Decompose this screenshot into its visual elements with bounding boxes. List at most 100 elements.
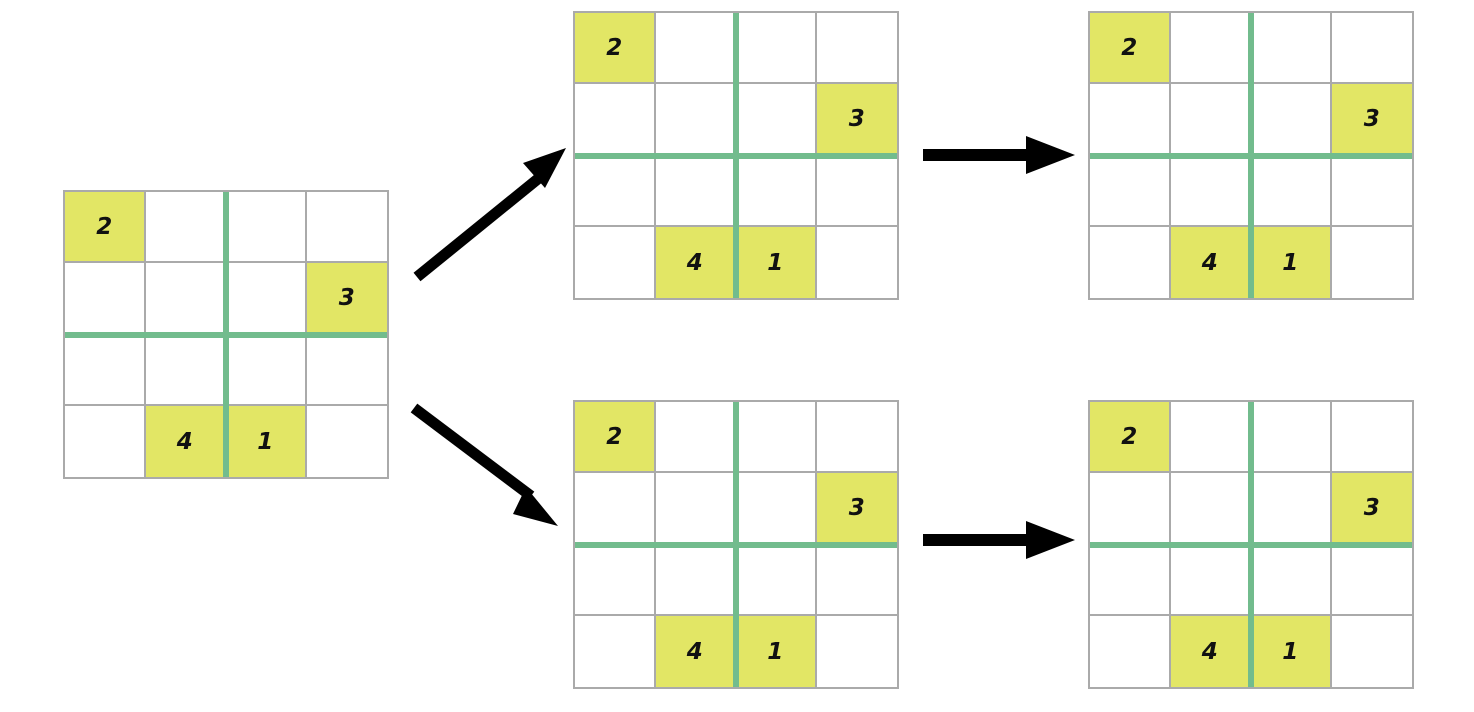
- grid-cell[interactable]: [736, 13, 817, 85]
- grid-cell[interactable]: 1: [736, 226, 817, 298]
- grid-cell[interactable]: 4: [655, 226, 736, 298]
- grid-cell[interactable]: [1331, 544, 1412, 616]
- grid-cell[interactable]: [1090, 155, 1171, 227]
- cell-value: 1: [767, 249, 784, 276]
- cell-value: 4: [176, 428, 193, 455]
- grid-cell[interactable]: [1331, 13, 1412, 85]
- grid-cell[interactable]: [1170, 544, 1251, 616]
- cell-value: 1: [257, 428, 274, 455]
- grid-cell[interactable]: [575, 615, 656, 687]
- grid-cell[interactable]: [1090, 226, 1171, 298]
- grid-cell[interactable]: 3: [1331, 473, 1412, 545]
- grid-cell[interactable]: [1251, 473, 1332, 545]
- grid-cell[interactable]: [816, 226, 897, 298]
- grid-cell[interactable]: [1090, 544, 1171, 616]
- branch-a-mid-grid[interactable]: 2 3 4 1: [573, 11, 899, 300]
- grid-cell[interactable]: [226, 334, 307, 406]
- grid-cell[interactable]: [1251, 13, 1332, 85]
- grid-cell[interactable]: [655, 155, 736, 227]
- cell-value: 2: [96, 214, 113, 241]
- grid-cell[interactable]: [145, 334, 226, 406]
- grid-cell[interactable]: 3: [1331, 84, 1412, 156]
- grid-cell[interactable]: 3: [306, 263, 387, 335]
- grid-cell[interactable]: [655, 84, 736, 156]
- grid-cell[interactable]: [575, 473, 656, 545]
- cell-value: 2: [606, 424, 623, 451]
- grid-cell[interactable]: [1090, 84, 1171, 156]
- grid-cell[interactable]: [655, 544, 736, 616]
- grid-cell[interactable]: [1331, 226, 1412, 298]
- cell-value: 4: [686, 249, 703, 276]
- grid-cell[interactable]: 1: [1251, 226, 1332, 298]
- grid-cell[interactable]: [1170, 473, 1251, 545]
- grid-cell[interactable]: 1: [736, 615, 817, 687]
- grid-cell[interactable]: [1170, 402, 1251, 474]
- arrow-branch-up: [413, 148, 566, 282]
- grid-cell[interactable]: [736, 402, 817, 474]
- grid-cell[interactable]: [1251, 402, 1332, 474]
- grid-cell[interactable]: 4: [1170, 226, 1251, 298]
- grid-cell[interactable]: [145, 192, 226, 264]
- arrow-branch-down: [410, 403, 558, 526]
- grid-cell[interactable]: [1170, 84, 1251, 156]
- arrow-step-top: [923, 136, 1075, 174]
- grid-cell[interactable]: [1170, 13, 1251, 85]
- grid-cell[interactable]: [1251, 544, 1332, 616]
- grid-cell[interactable]: [226, 263, 307, 335]
- grid-cell[interactable]: [736, 155, 817, 227]
- grid-cell[interactable]: [65, 263, 146, 335]
- grid-cell[interactable]: [1331, 155, 1412, 227]
- branch-b-end-grid[interactable]: 2 3 4 1: [1088, 400, 1414, 689]
- grid-cell[interactable]: [816, 402, 897, 474]
- grid-cell[interactable]: [145, 263, 226, 335]
- grid-cell[interactable]: [816, 13, 897, 85]
- grid-cell[interactable]: [306, 405, 387, 477]
- grid-cell[interactable]: [655, 473, 736, 545]
- grid-cell[interactable]: 2: [575, 402, 656, 474]
- grid-cell[interactable]: [736, 473, 817, 545]
- grid-cell[interactable]: 1: [1251, 615, 1332, 687]
- grid-cell[interactable]: [575, 155, 656, 227]
- cell-value: 2: [606, 35, 623, 62]
- grid-cell[interactable]: [575, 84, 656, 156]
- grid-cell[interactable]: [816, 615, 897, 687]
- grid-cell[interactable]: 2: [575, 13, 656, 85]
- grid-cell[interactable]: 2: [1090, 402, 1171, 474]
- cell-value: 1: [1282, 638, 1299, 665]
- grid-cell[interactable]: 3: [816, 84, 897, 156]
- grid-cell[interactable]: [1331, 615, 1412, 687]
- grid-cell[interactable]: [655, 13, 736, 85]
- grid-cell[interactable]: [65, 334, 146, 406]
- grid-cell[interactable]: 4: [1170, 615, 1251, 687]
- grid-cell[interactable]: [226, 192, 307, 264]
- cell-value: 2: [1121, 35, 1138, 62]
- grid-cell[interactable]: [736, 544, 817, 616]
- grid-cell[interactable]: 3: [816, 473, 897, 545]
- grid-cell[interactable]: [65, 405, 146, 477]
- grid-cell[interactable]: [575, 544, 656, 616]
- grid-cell[interactable]: [816, 155, 897, 227]
- grid-cell[interactable]: [1090, 473, 1171, 545]
- cell-value: 3: [1363, 106, 1380, 133]
- grid-cell[interactable]: 2: [65, 192, 146, 264]
- grid-cell[interactable]: [306, 192, 387, 264]
- grid-cell[interactable]: [816, 544, 897, 616]
- grid-cell[interactable]: [1170, 155, 1251, 227]
- grid-cell[interactable]: 2: [1090, 13, 1171, 85]
- grid-cell[interactable]: [1331, 402, 1412, 474]
- branch-b-mid-grid[interactable]: 2 3 4 1: [573, 400, 899, 689]
- grid-cell[interactable]: [575, 226, 656, 298]
- grid-cell[interactable]: [1090, 615, 1171, 687]
- grid-cell[interactable]: 4: [655, 615, 736, 687]
- grid-cell[interactable]: [655, 402, 736, 474]
- grid-cell[interactable]: 1: [226, 405, 307, 477]
- cell-value: 1: [767, 638, 784, 665]
- grid-cell[interactable]: 4: [145, 405, 226, 477]
- grid-cell[interactable]: [1251, 84, 1332, 156]
- grid-cell[interactable]: [1251, 155, 1332, 227]
- grid-cell[interactable]: [736, 84, 817, 156]
- grid-cell[interactable]: [306, 334, 387, 406]
- source-grid[interactable]: 2 3 4 1: [63, 190, 389, 479]
